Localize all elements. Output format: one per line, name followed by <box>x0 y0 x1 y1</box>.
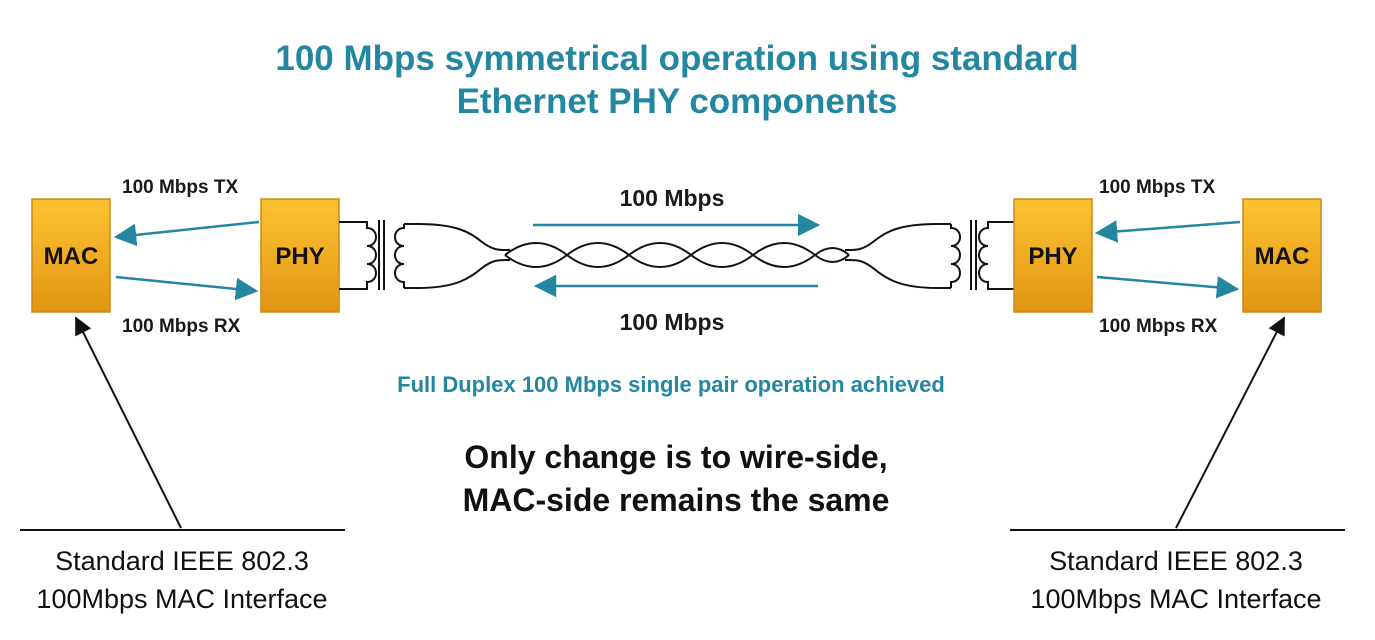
right-transformer <box>844 220 1014 290</box>
twisted-pair-cable <box>504 242 850 268</box>
right-mac-box: MAC <box>1242 198 1322 313</box>
title-line-2: Ethernet PHY components <box>457 82 898 121</box>
left-caption-line-2: 100Mbps MAC Interface <box>36 584 327 614</box>
left-tx-arrow <box>113 220 260 247</box>
left-phy-box: PHY <box>260 198 340 313</box>
left-mac-label: MAC <box>44 243 99 270</box>
right-mac-label: MAC <box>1255 243 1310 270</box>
right-rx-label: 100 Mbps RX <box>1099 316 1218 337</box>
left-rx-label: 100 Mbps RX <box>122 316 241 337</box>
right-tx-label: 100 Mbps TX <box>1099 177 1215 198</box>
title-line-1: 100 Mbps symmetrical operation using sta… <box>275 39 1078 78</box>
note-line-1: Only change is to wire-side, <box>464 439 887 475</box>
right-phy-label: PHY <box>1028 243 1077 270</box>
left-phy-label: PHY <box>275 243 324 270</box>
right-phy-box: PHY <box>1013 198 1093 313</box>
note-line-2: MAC-side remains the same <box>463 482 890 518</box>
status-text: Full Duplex 100 Mbps single pair operati… <box>397 372 945 397</box>
right-interface-pointer <box>1175 316 1285 529</box>
left-mac-box: MAC <box>31 198 111 313</box>
right-caption-line-2: 100Mbps MAC Interface <box>1030 584 1321 614</box>
left-interface-pointer <box>75 316 182 529</box>
left-rx-arrow <box>115 275 259 301</box>
right-rx-arrow <box>1096 275 1240 299</box>
right-tx-arrow <box>1094 220 1241 243</box>
left-caption-line-1: Standard IEEE 802.3 <box>55 546 309 576</box>
right-caption-line-1: Standard IEEE 802.3 <box>1049 546 1303 576</box>
left-tx-label: 100 Mbps TX <box>122 177 238 198</box>
reverse-rate-label: 100 Mbps <box>620 309 725 335</box>
forward-rate-label: 100 Mbps <box>620 185 725 211</box>
left-transformer <box>339 220 511 290</box>
